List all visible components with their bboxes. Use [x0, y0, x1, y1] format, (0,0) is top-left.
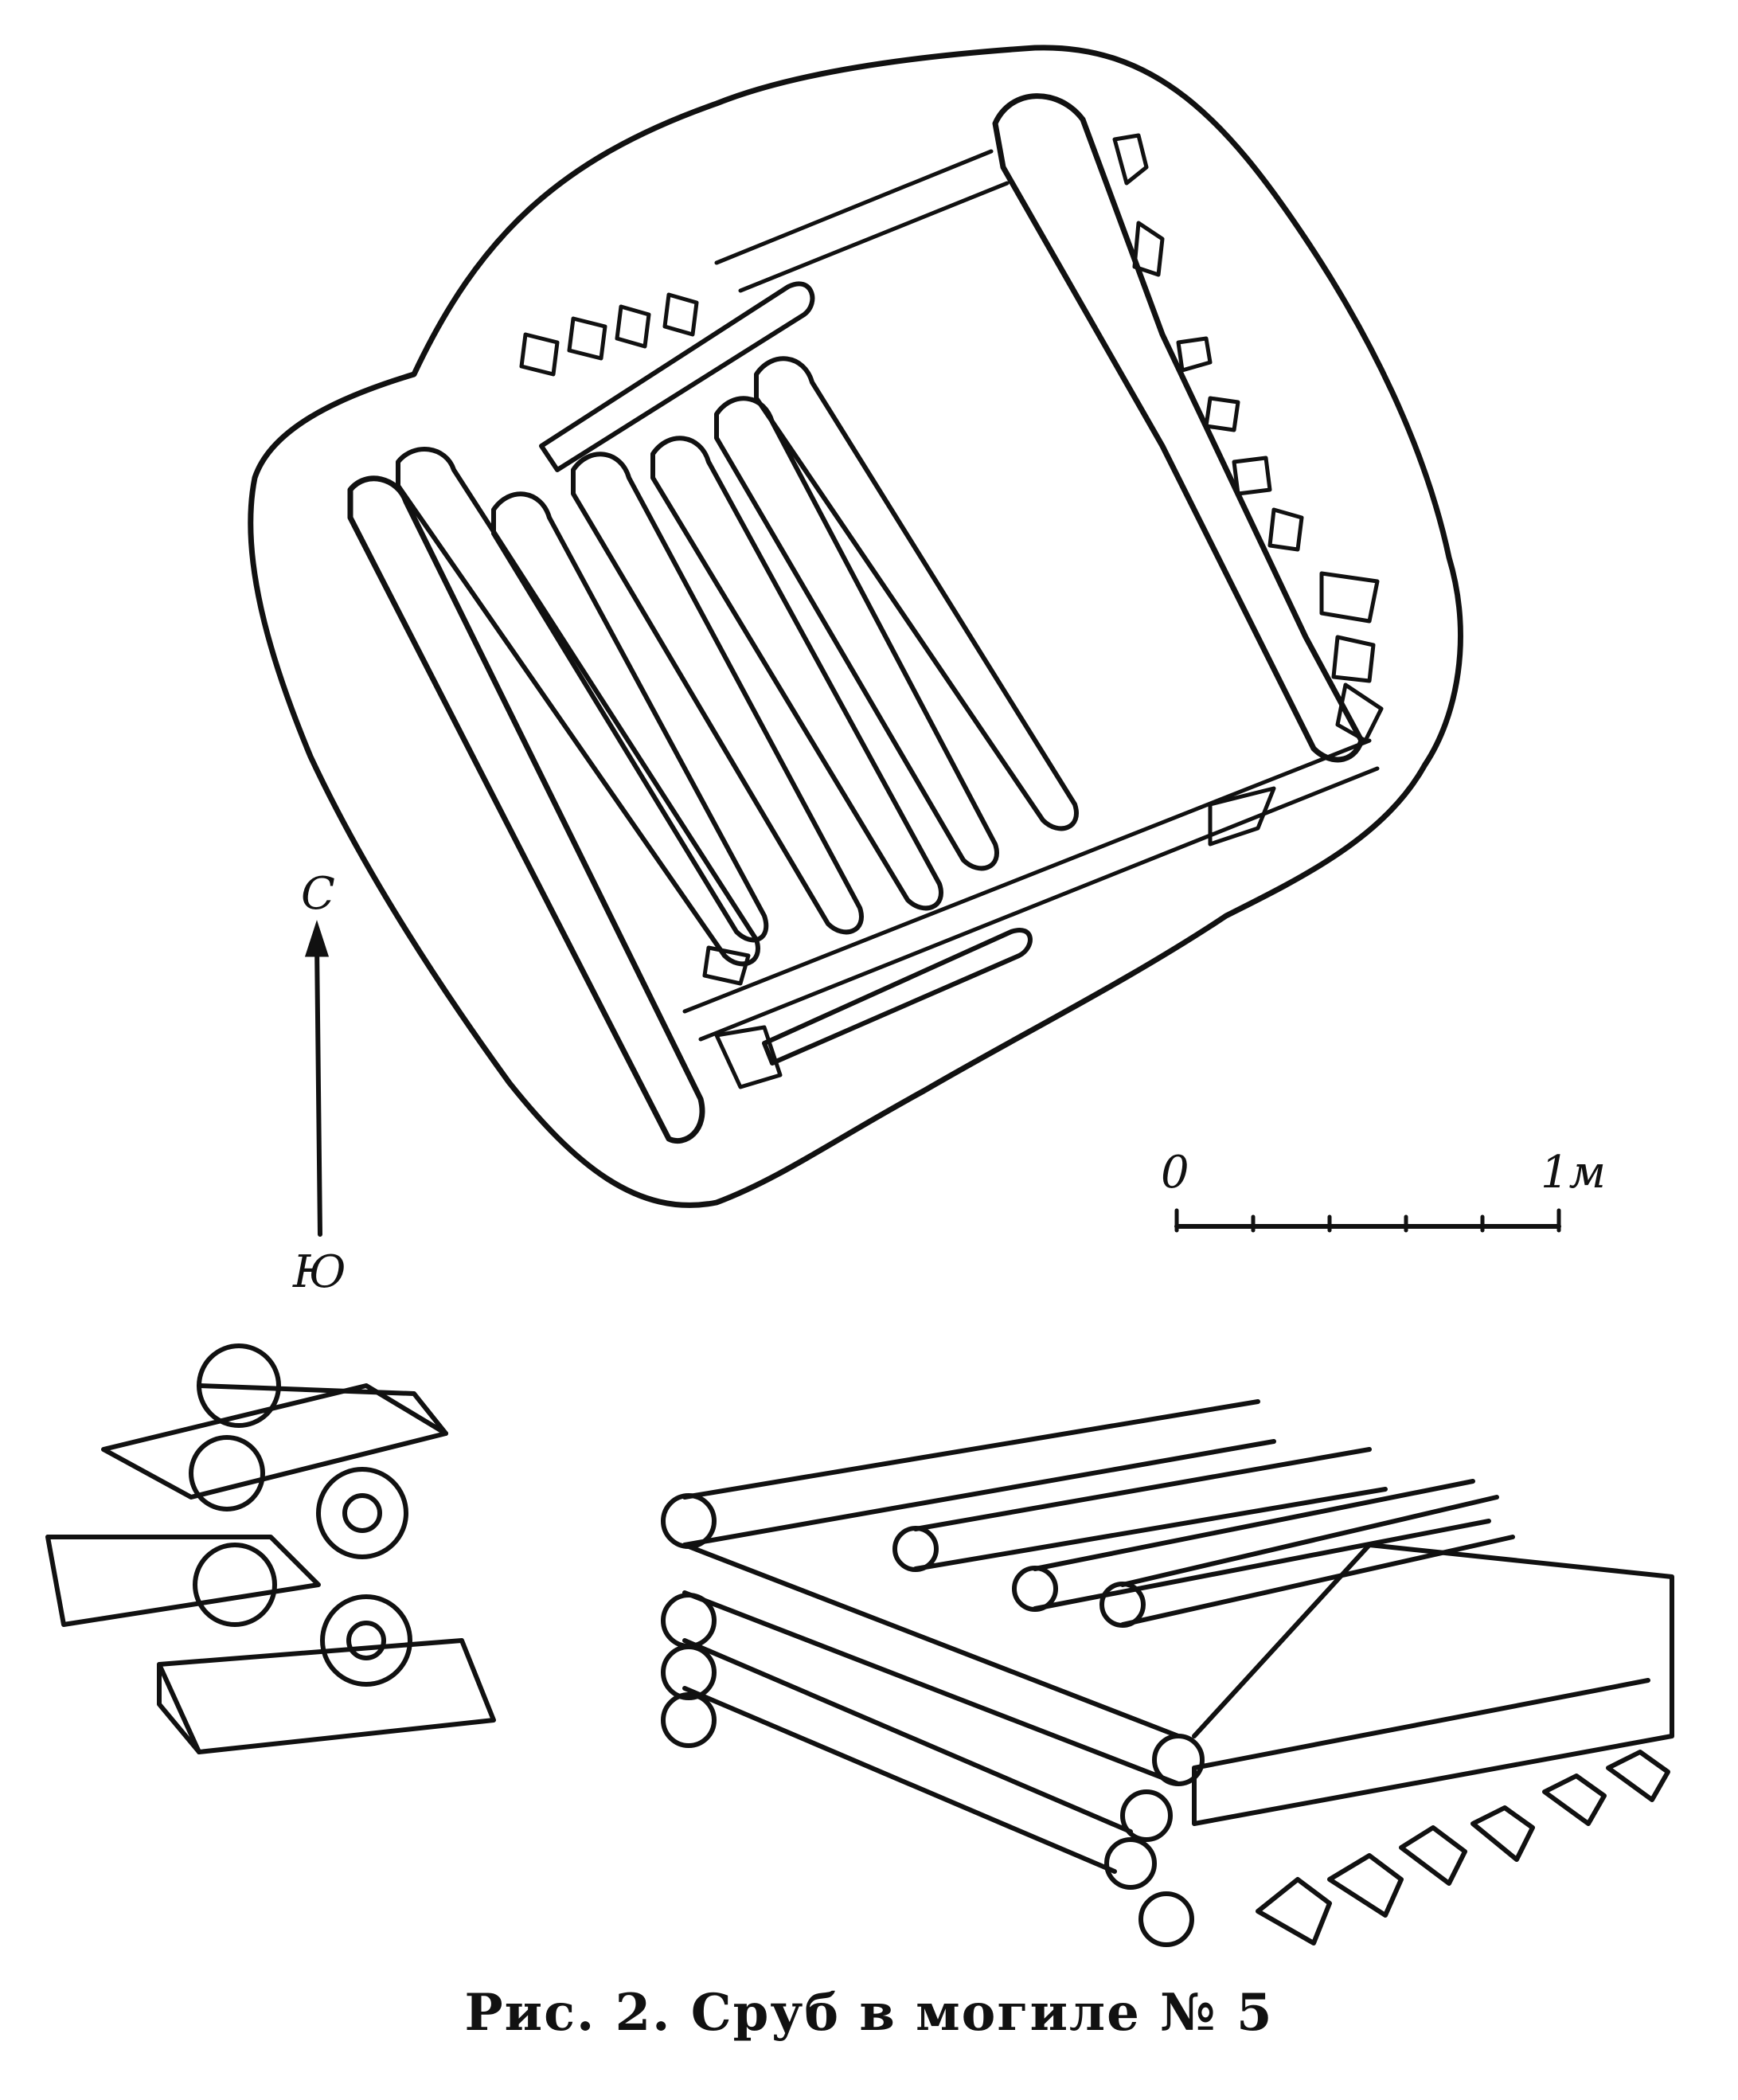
inner-log-3 — [571, 452, 864, 935]
scale-start-label: 0 — [1161, 1147, 1189, 1199]
inner-log-5 — [714, 396, 999, 871]
north-arrow-shaft — [314, 941, 322, 1237]
inner-log-4 — [650, 436, 943, 911]
figure-caption: Рис. 2. Сруб в могиле № 5 — [464, 1983, 1274, 2043]
left-side-log — [347, 475, 705, 1144]
reconstruction-view — [661, 1399, 1674, 1947]
plan-view — [248, 45, 1463, 1208]
inner-log-1 — [396, 447, 760, 967]
scale-end-label: 1м — [1541, 1147, 1607, 1199]
north-label: С — [301, 868, 335, 920]
cross-log-top — [539, 281, 815, 472]
north-arrow-head — [304, 920, 330, 957]
right-side-log — [992, 93, 1365, 763]
frame-top-line — [714, 149, 1010, 293]
inner-log-6 — [754, 356, 1079, 831]
south-label: Ю — [293, 1246, 346, 1298]
north-arrow — [304, 920, 330, 1237]
cross-log-bottom — [762, 928, 1033, 1066]
grave-pit-outline — [248, 45, 1463, 1208]
plan-stones — [519, 133, 1384, 1089]
inner-log-2 — [491, 491, 769, 943]
scale-bar — [1174, 1208, 1561, 1233]
corner-joint-detail — [45, 1343, 496, 1754]
